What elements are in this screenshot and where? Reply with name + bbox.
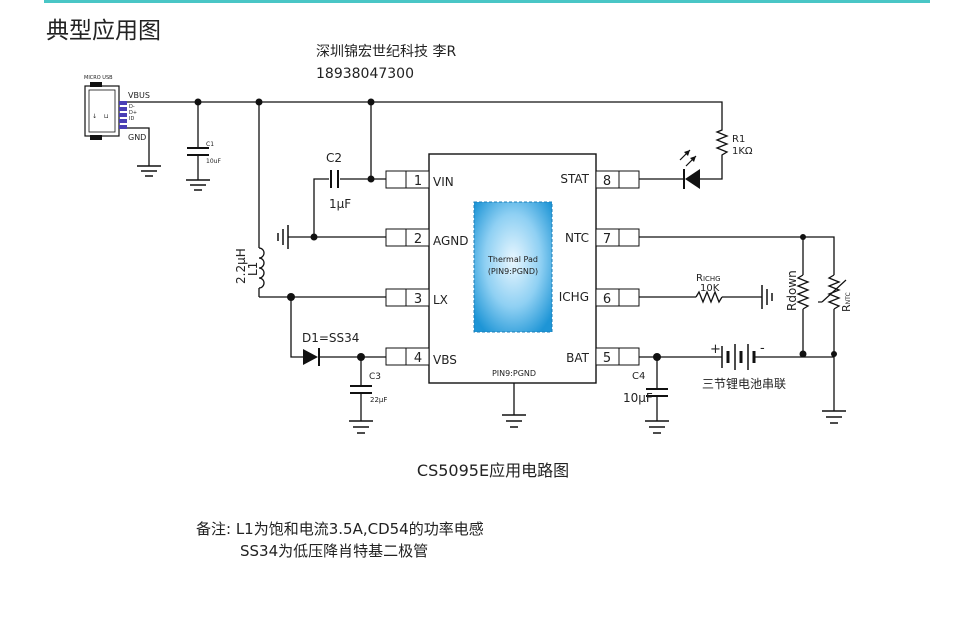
ground-symbol — [822, 410, 846, 424]
r1-resistor — [715, 125, 729, 160]
r1-name: R1 — [732, 134, 745, 145]
c2-value: 1μF — [329, 197, 351, 211]
richg-value: 10K — [700, 283, 720, 294]
pin-number: 5 — [603, 351, 611, 366]
battery-plus: + — [710, 342, 721, 357]
junction-dot — [831, 351, 837, 357]
ground-symbol — [349, 420, 373, 434]
usb-vbus-label: VBUS — [128, 91, 150, 100]
pin-name: STAT — [560, 172, 589, 186]
pin-number: 7 — [603, 232, 611, 247]
battery-minus: - — [760, 341, 765, 356]
svg-text:⊔: ⊔ — [104, 113, 109, 120]
pin-number: 8 — [603, 174, 611, 189]
ground-symbol-agnd — [277, 225, 289, 249]
pin-number: 6 — [603, 292, 611, 307]
pin-number: 3 — [414, 292, 422, 307]
pin9-label: PIN9:PGND — [492, 369, 536, 378]
c3-value: 22μF — [370, 396, 387, 404]
junction-dot — [799, 350, 807, 358]
chip-pin-8: 8 STAT — [560, 170, 640, 189]
rdown-label: Rdown — [785, 270, 799, 311]
chip-pin-2: 2 AGND — [385, 228, 469, 248]
d1-label: D1=SS34 — [302, 331, 359, 345]
svg-text:↓: ↓ — [92, 113, 97, 120]
pin-name: AGND — [433, 234, 469, 248]
page-title: 典型应用图 — [46, 18, 161, 44]
richg-name: RICHG — [696, 273, 721, 284]
pin-name: VBS — [433, 353, 457, 367]
pin-name: LX — [433, 293, 448, 307]
usb-gnd-wire — [127, 127, 150, 166]
pin-name: VIN — [433, 175, 454, 189]
chip-pin-3: 3 LX — [385, 288, 448, 307]
richg-resistor — [695, 290, 723, 304]
pin-name: NTC — [565, 231, 589, 245]
rdown-resistor — [796, 274, 810, 310]
c3-name: C3 — [369, 372, 381, 382]
micro-usb-connector: MICRO USB ↓ ⊔ D- D+ ID VBUS GND — [84, 75, 150, 142]
junction-dot — [310, 233, 318, 241]
c2-name: C2 — [326, 151, 342, 165]
watermark-company: 深圳锦宏世纪科技 李R — [316, 43, 456, 60]
vbus-rail-wire — [127, 101, 723, 125]
pin-name: BAT — [566, 351, 590, 365]
stat-led — [685, 169, 700, 189]
r1-value: 1KΩ — [732, 146, 753, 157]
watermark-phone: 18938047300 — [316, 66, 414, 82]
pin-name: ICHG — [559, 290, 589, 304]
battery-pack — [721, 344, 756, 370]
usb-pin-dminus: D- — [129, 104, 135, 110]
thermal-pad-label: Thermal Pad — [487, 255, 538, 264]
c1-name: C1 — [206, 141, 214, 148]
ground-symbol — [645, 420, 669, 434]
pin-number: 2 — [414, 232, 422, 247]
battery-label: 三节锂电池串联 — [702, 376, 786, 391]
c4-name: C4 — [632, 371, 645, 382]
ground-symbol — [137, 165, 161, 177]
usb-pin-dplus: D+ — [129, 110, 137, 116]
thermal-pad — [473, 201, 553, 333]
l1-inductor — [258, 247, 265, 289]
rntc-thermistor — [827, 274, 841, 310]
pin-number: 4 — [414, 351, 422, 366]
chip-pin-1: 1 VIN — [385, 170, 454, 189]
chip-pin-5: 5 BAT — [566, 347, 640, 366]
note-line-2: SS34为低压降肖特基二极管 — [240, 542, 428, 560]
ground-symbol — [186, 179, 210, 191]
thermal-pad-sublabel: (PIN9:PGND) — [488, 267, 538, 276]
junction-dot — [367, 175, 375, 183]
figure-caption: CS5095E应用电路图 — [417, 461, 569, 480]
rntc-label: RNTC — [840, 292, 853, 312]
usb-pin-id: ID — [129, 116, 134, 122]
ground-symbol — [502, 414, 526, 428]
note-line-1: 备注: L1为饱和电流3.5A,CD54的功率电感 — [196, 520, 484, 538]
d1-diode — [303, 349, 318, 365]
c1-value: 10uF — [206, 158, 221, 165]
l1-value: 2.2μH — [234, 248, 248, 284]
chip-pin-4: 4 VBS — [385, 347, 457, 367]
pin-number: 1 — [414, 174, 422, 189]
c4-value: 10μF — [623, 391, 653, 405]
l1-name: L1 — [246, 262, 260, 276]
usb-label: MICRO USB — [84, 75, 113, 81]
usb-gnd-label: GND — [128, 133, 146, 142]
chip-pin-7: 7 NTC — [565, 228, 640, 247]
chip-pin-6: 6 ICHG — [559, 288, 640, 307]
ground-symbol-ichg — [761, 285, 773, 309]
